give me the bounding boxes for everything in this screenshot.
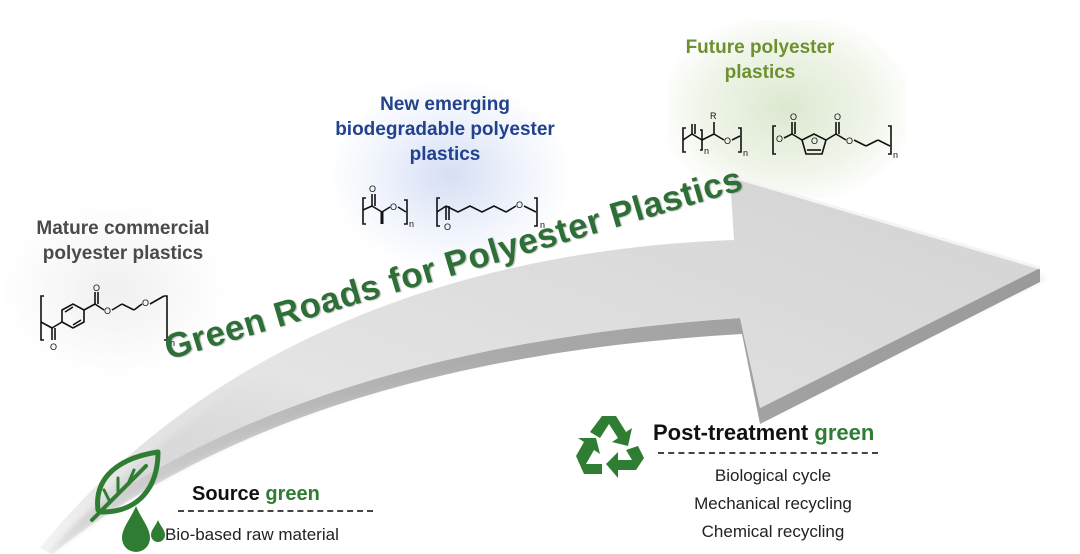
leaf-icon [90,449,161,522]
source-heading: Source green [192,483,320,506]
oxygen-label: O [50,342,57,352]
mature-stage-glow [0,200,230,380]
source-divider [178,510,373,512]
pla-pcl-structure: O O n O O n [362,184,545,232]
stage-title-line: plastics [724,62,796,83]
source-heading-accent: green [265,483,320,505]
oxygen-label: O [104,306,111,316]
source-heading-text: Source [192,483,260,505]
pha-pef-structure: R O n n O O O O O n [682,111,898,160]
post-treatment-item: Biological cycle [714,466,832,485]
oxygen-label: O [369,184,376,194]
source-item: Bio-based raw material [165,525,339,544]
stage-title-line: Mature commercial [36,218,210,239]
stage-title-line: plastics [409,144,481,165]
post-treatment-divider [658,452,878,454]
post-treatment-item: Mechanical recycling [694,494,852,513]
subscript-label: n [704,146,709,156]
oxygen-label: O [811,136,818,146]
oxygen-label: O [846,136,853,146]
oxygen-label: O [390,202,397,212]
pet-structure: O O O O n [40,283,175,352]
stage-title-line: Future polyester [685,37,835,58]
post-treatment-heading: Post-treatment green [653,420,874,446]
subscript-label: n [409,219,414,229]
oxygen-label: O [724,136,731,146]
post-treatment-heading-text: Post-treatment [653,420,809,445]
post-treatment-heading-accent: green [814,420,875,445]
rgroup-label: R [710,111,717,121]
oxygen-label: O [142,298,149,308]
oxygen-label: O [93,283,100,293]
post-treatment-item: Chemical recycling [701,522,845,541]
recycle-icon [576,416,644,478]
subscript-label: n [743,148,748,158]
stage-title-future: Future polyester plastics [665,35,855,85]
emerging-stage-glow [330,80,570,270]
oxygen-label: O [776,134,783,144]
water-drops-icon [122,506,165,552]
oxygen-label: O [516,200,523,210]
stage-title-line: New emerging [380,94,510,115]
oxygen-label: O [834,112,841,122]
future-stage-glow [668,20,906,198]
stage-title-emerging: New emerging biodegradable polyester pla… [295,92,595,167]
stage-title-mature: Mature commercial polyester plastics [8,216,238,266]
subscript-label: n [170,338,175,348]
subscript-label: n [893,150,898,160]
post-treatment-list: Biological cycle Mechanical recycling Ch… [648,462,898,546]
oxygen-label: O [444,222,451,232]
stage-title-line: biodegradable polyester [335,119,555,140]
oxygen-label: O [790,112,797,122]
stage-title-line: polyester plastics [42,243,204,264]
subscript-label: n [540,220,545,230]
